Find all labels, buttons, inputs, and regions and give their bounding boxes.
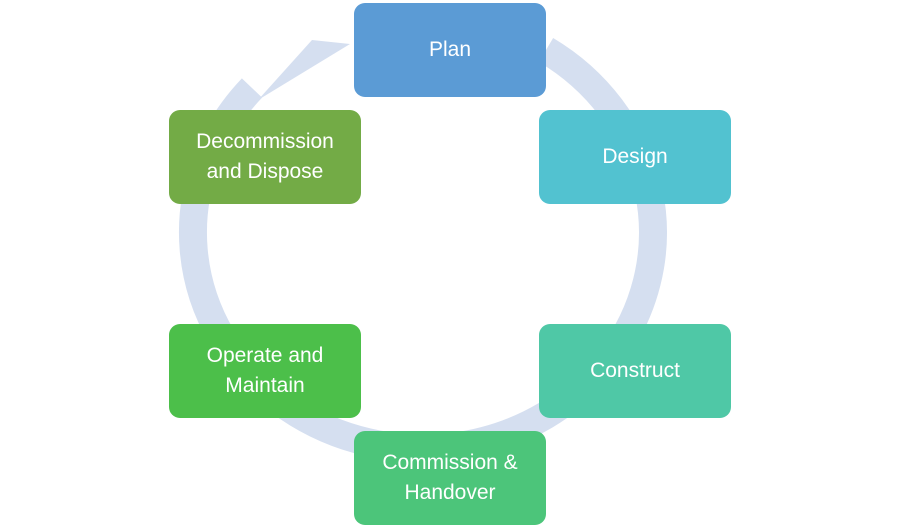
stage-plan-label: Plan [428, 38, 472, 61]
cycle-arrowhead [258, 40, 350, 100]
stage-design: Design [539, 110, 731, 204]
stage-design-label: Design [602, 145, 668, 168]
stage-decommission-dispose: Decommission and Dispose [169, 110, 361, 204]
stage-commission-handover-label: Commission & Handover [382, 451, 518, 504]
stage-construct-label: Construct [590, 359, 680, 382]
stage-decommission-dispose-label: Decommission and Dispose [196, 130, 334, 183]
stage-commission-handover: Commission & Handover [354, 431, 546, 525]
stage-operate-maintain: Operate and Maintain [169, 324, 361, 418]
stage-construct: Construct [539, 324, 731, 418]
stage-plan: Plan [354, 3, 546, 97]
stage-operate-maintain-label: Operate and Maintain [206, 344, 324, 397]
